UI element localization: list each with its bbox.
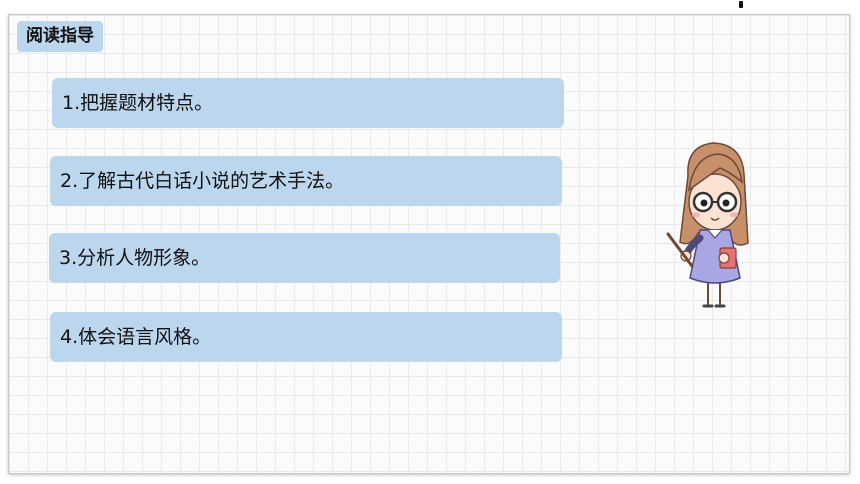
guide-item-3: 3.分析人物形象。 <box>49 233 560 283</box>
guide-item-2: 2.了解古代白话小说的艺术手法。 <box>50 156 562 206</box>
teacher-illustration <box>666 142 749 308</box>
top-marker <box>739 1 743 8</box>
guide-item-4: 4.体会语言风格。 <box>50 312 562 362</box>
guide-item-1: 1.把握题材特点。 <box>52 78 564 128</box>
section-title: 阅读指导 <box>17 21 103 52</box>
